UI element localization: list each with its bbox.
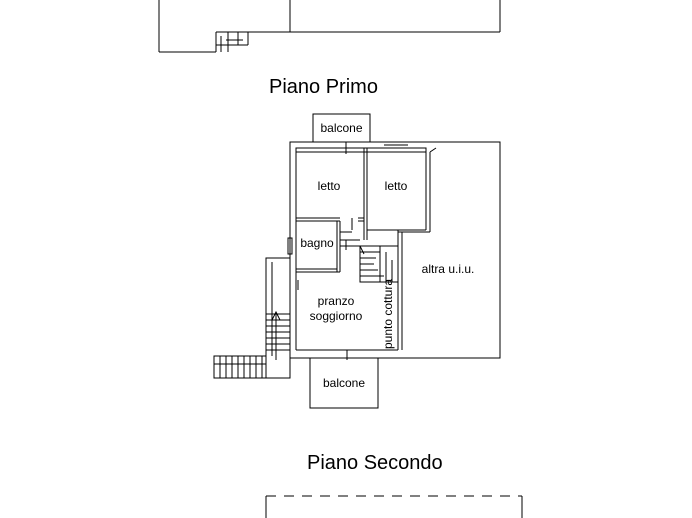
room-label-letto-2: letto: [384, 179, 408, 193]
floor-title-secondo: Piano Secondo: [307, 452, 443, 474]
first-floor-plan: [213, 113, 501, 409]
room-label-altra-uiu: altra u.i.u.: [421, 262, 475, 276]
floor-title-primo: Piano Primo: [269, 76, 378, 98]
room-label-bagno: bagno: [300, 236, 334, 250]
room-label-balcone-top: balcone: [320, 121, 363, 135]
second-floor-fragment: [265, 495, 523, 518]
room-label-letto-1: letto: [317, 179, 341, 193]
exterior-wall: [289, 141, 501, 359]
upper-floor-fragment: [158, 0, 501, 53]
room-label-balcone-bottom: balcone: [322, 376, 366, 390]
room-label-punto-cottura: punto cottura: [381, 278, 395, 350]
external-stair: [265, 257, 291, 379]
balcony-bottom: [309, 357, 379, 409]
room-label-pranzo-soggiorno: pranzo soggiorno: [309, 294, 363, 323]
